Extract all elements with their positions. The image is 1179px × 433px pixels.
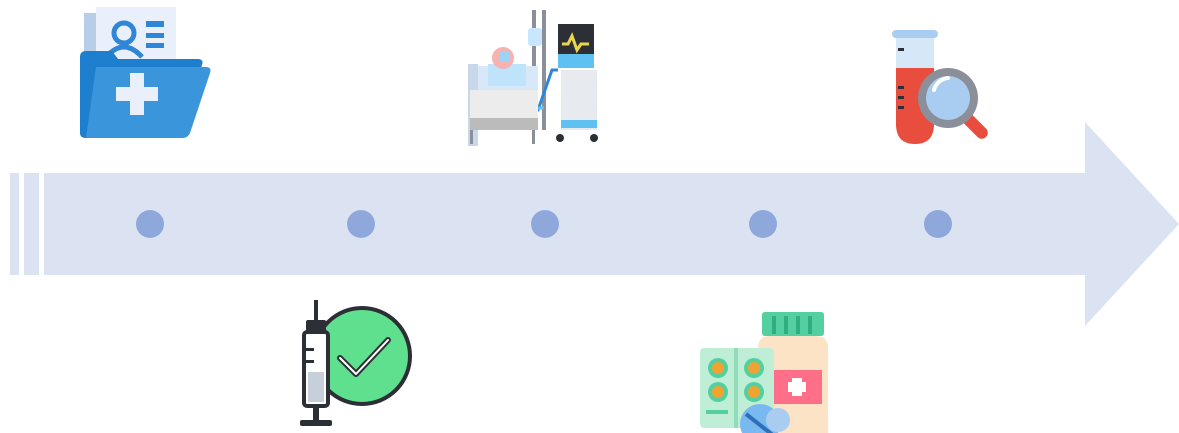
arrow-body <box>44 122 1179 326</box>
milestone-4 <box>698 312 833 433</box>
milestone-dot <box>136 210 164 238</box>
arrow-tail-bar-1 <box>10 173 19 275</box>
vaccine-checked-icon <box>296 300 416 430</box>
milestone-dot <box>749 210 777 238</box>
arrow-tail-bar-2 <box>24 173 39 275</box>
medical-folder-icon <box>78 5 213 140</box>
milestone-5 <box>886 28 998 148</box>
milestone-3 <box>466 10 606 145</box>
hospital-bed-icon <box>466 10 606 145</box>
milestone-dot <box>347 210 375 238</box>
test-tube-magnifier-icon <box>886 28 998 148</box>
milestone-1 <box>78 5 213 140</box>
milestone-dot <box>531 210 559 238</box>
milestone-dot <box>924 210 952 238</box>
medication-icon <box>698 312 833 433</box>
milestone-2 <box>296 300 416 430</box>
